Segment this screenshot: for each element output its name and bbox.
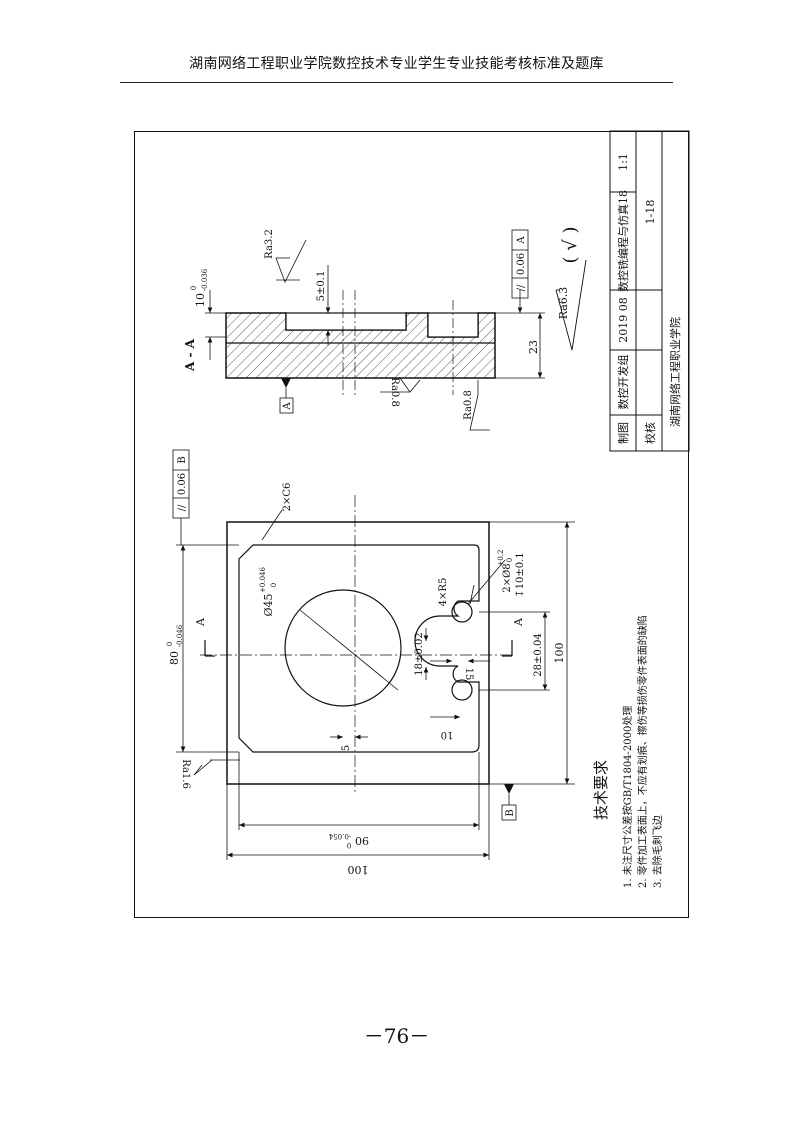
tech-req-title: 技术要求 (592, 760, 610, 820)
dim-90: 90 (355, 834, 369, 847)
parallel-b-symbol: // (177, 504, 188, 511)
general-roughness-symbol: ( √ ) (560, 227, 581, 264)
dim-10-bottom: 10 (441, 729, 454, 740)
tech-req-item-3: 3. 去除毛刺飞边 (651, 815, 664, 888)
datum-b-label: B (505, 809, 516, 816)
title-course: 数控铣编程与仿真18 (616, 190, 630, 292)
drawing-frame (134, 131, 689, 918)
section-dimensions (205, 265, 545, 379)
title-row1-label: 制图 (617, 422, 630, 444)
ra32-label: Ra3.2 (264, 229, 275, 259)
dim-5-left: 5 (341, 745, 352, 751)
parallel-b-datum: B (177, 456, 188, 463)
section-view (225, 290, 496, 395)
parallel-frame-a (511, 229, 529, 299)
plan-dimensions (176, 509, 575, 860)
section-arrow-left: A (194, 617, 207, 627)
roughness-ra08-top (380, 377, 421, 393)
dim-step-10: 10 (194, 293, 207, 307)
dim-hole-tol-lower: 0 (506, 558, 514, 562)
parallel-b-value: 0.06 (177, 473, 188, 495)
dim-circle-tol-upper: +0.046 (259, 567, 267, 593)
tech-req-item-2: 2. 零件加工表面上，不应有划痕、擦伤等损伤零件表面的缺陷 (636, 615, 649, 888)
title-school: 湖南网络工程职业学院 (668, 317, 682, 427)
ra63-label: Ra6.3 (557, 287, 570, 320)
dim-4xr5: 4×R5 (438, 578, 449, 607)
dim-circle-tol-lower: 0 (270, 583, 278, 587)
dim-80-tol-upper: 0 (166, 642, 174, 646)
datum-b (501, 784, 517, 821)
title-scale: 1:1 (617, 153, 630, 171)
tech-req-item-1: 1. 未注尺寸公差按GB/T1804-2000处理 (621, 706, 634, 888)
roughness-ra08-bottom (469, 380, 490, 431)
dim-height-23: 23 (527, 340, 540, 354)
header-rule (120, 82, 673, 83)
dim-chamfer: 2×C6 (282, 483, 293, 512)
ra08-top-label: Ra0.8 (389, 377, 400, 407)
title-block-text: 1:1 数控铣编程与仿真18 1-18 2019 08 数控开发组 制图 校核 … (616, 153, 682, 444)
dim-28: 28±0.04 (533, 633, 544, 676)
dim-hole-spec: 2×Ø8 (502, 563, 513, 592)
dim-100-right: 100 (553, 643, 566, 664)
page-number: －76－ (363, 1024, 430, 1048)
dim-depth-5: 5±0.1 (316, 271, 327, 302)
dim-80-tol-lower: -0.046 (176, 624, 184, 647)
parallel-a-symbol: // (516, 284, 527, 291)
title-drawing-no: 1-18 (644, 200, 657, 225)
dim-90-tol-upper: 0 (347, 841, 351, 849)
dim-hole-depth: ↧10±0.1 (515, 552, 526, 597)
parallel-a-datum: A (516, 236, 527, 245)
dim-90-tol-lower: -0.054 (328, 832, 351, 840)
parallel-frame-b (172, 449, 190, 545)
roughness-ra63 (555, 259, 587, 351)
section-arrow-right: A (512, 617, 525, 627)
datum-a (279, 378, 294, 414)
ra16-label: Ra1.6 (180, 759, 191, 789)
ra08-bottom-label: Ra0.8 (463, 390, 474, 420)
parallel-a-value: 0.06 (516, 253, 527, 275)
dim-100-bottom: 100 (348, 863, 369, 876)
plan-view (200, 495, 515, 795)
datum-a-label: A (282, 402, 293, 411)
dim-slot-15: 15 (463, 668, 474, 681)
dim-step-10-tol-lower: -0.036 (201, 268, 209, 291)
dim-hole-tol-upper: +0.2 (497, 550, 505, 567)
dim-step-10-tol-upper: 0 (190, 286, 198, 290)
page-header: 湖南网络工程职业学院数控技术专业学生专业技能考核标准及题库 (189, 56, 604, 72)
dim-circle-diameter: Ø45 (262, 593, 275, 616)
roughness-ra32 (275, 239, 307, 283)
dim-80: 80 (168, 651, 181, 665)
title-block (609, 130, 690, 452)
title-row2-label: 校核 (643, 422, 657, 444)
title-row1-value: 数控开发组 (616, 355, 630, 410)
section-arrows (204, 640, 513, 657)
title-date: 2019 08 (617, 297, 630, 343)
section-label: A - A (183, 338, 197, 372)
dim-slot-18: 18±0.02 (414, 632, 425, 675)
